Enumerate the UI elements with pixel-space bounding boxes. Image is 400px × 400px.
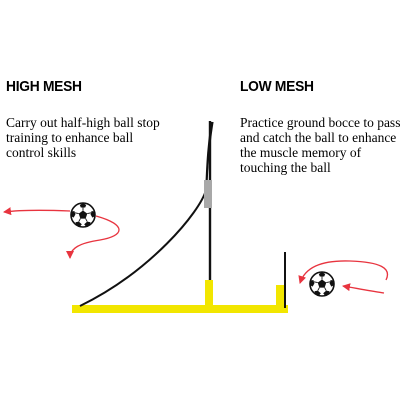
high-mesh-net — [79, 121, 214, 307]
net-sleeve — [204, 180, 212, 208]
yellow-base-frame — [72, 280, 288, 313]
soccer-ball-icon — [309, 271, 335, 297]
low-mesh-description-line: Practice ground bocce to pass — [240, 115, 400, 130]
high-mesh-pass-arrow — [3, 207, 71, 216]
high-mesh-description-line: Carry out half-high ball stop — [6, 115, 160, 130]
low-mesh-description-line: the muscle memory of — [240, 145, 362, 160]
low-mesh-description-line: and catch the ball to enhance — [240, 130, 397, 145]
low-mesh-pass-arrow — [342, 283, 385, 294]
high-mesh-description-line: control skills — [6, 145, 77, 160]
low-mesh-description: Practice ground bocce to pass and catch … — [240, 115, 400, 175]
high-mesh-heading: HIGH MESH — [6, 78, 82, 95]
high-mesh-description: Carry out half-high ball stop training t… — [6, 115, 196, 160]
low-mesh-heading: LOW MESH — [240, 78, 314, 95]
low-mesh-return-arrow — [298, 260, 389, 284]
high-mesh-description-line: training to enhance ball — [6, 130, 134, 145]
soccer-ball-icon — [70, 202, 96, 228]
low-mesh-description-line: touching the ball — [240, 160, 331, 175]
high-mesh-return-arrow — [66, 215, 120, 259]
